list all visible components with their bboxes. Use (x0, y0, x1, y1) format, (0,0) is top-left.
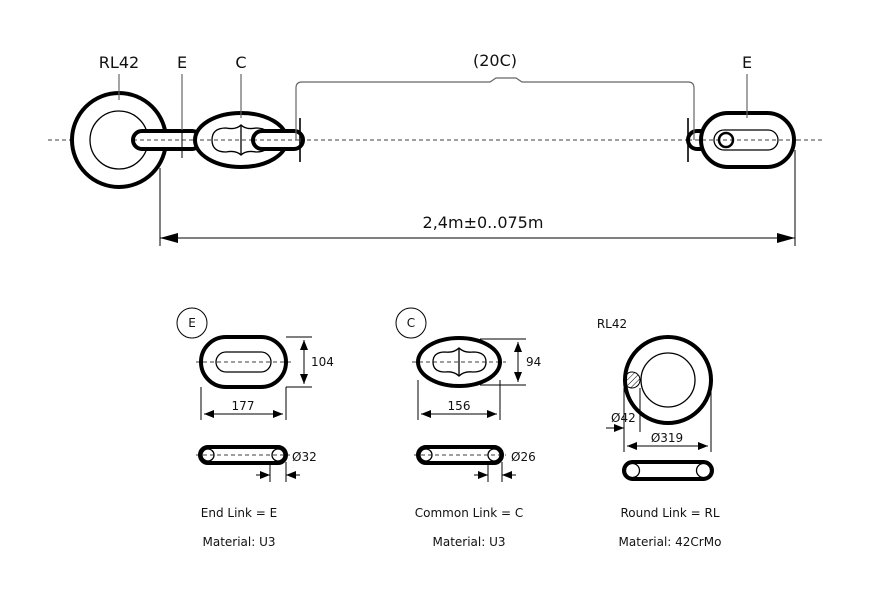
label-end-right: E (742, 53, 752, 72)
label-end-left: E (177, 53, 187, 72)
label-rl42: RL42 (99, 53, 139, 72)
round-link-detail: RL42 Ø42 Ø319 Round Link = RL Material: … (597, 317, 722, 549)
common-link-diameter-label: Ø26 (511, 450, 536, 464)
common-link-badge (395, 307, 427, 339)
end-link-material: Material: U3 (202, 535, 275, 549)
brace-20c (295, 77, 695, 140)
common-link-width-label: 156 (448, 399, 471, 413)
round-link-top (70, 91, 168, 189)
end-link-right-top (686, 111, 800, 169)
end-link-detail: E 104 177 Ø32 End Link = E Material: U3 (176, 307, 334, 549)
end-link-height-label: 104 (311, 355, 334, 369)
common-link-name: Common Link = C (415, 506, 524, 520)
label-20c: (20C) (473, 51, 517, 70)
common-link-badge-text: C (407, 316, 415, 330)
end-link-name: End Link = E (201, 506, 277, 520)
round-link-section-hatch (623, 371, 641, 389)
end-link-badge-text: E (188, 316, 196, 330)
common-link-material: Material: U3 (432, 535, 505, 549)
round-link-large-dia-label: Ø319 (651, 431, 683, 445)
end-link-top-view (199, 335, 288, 389)
end-link-width-label: 177 (232, 399, 255, 413)
common-link-detail: C 94 156 Ø26 Common Link = C Material: U… (395, 307, 541, 549)
round-link-small-dia-label: Ø42 (611, 411, 636, 425)
end-link-diameter-label: Ø32 (292, 450, 317, 464)
round-link-side-view (622, 460, 714, 481)
round-link-name: Round Link = RL (620, 506, 719, 520)
label-common: C (235, 53, 246, 72)
chain-assembly: RL42 E C (20C) E 2,4m±0..075m (48, 51, 822, 246)
round-link-badge-text: RL42 (597, 317, 627, 331)
end-link-badge (176, 307, 208, 339)
link-side-top (251, 118, 305, 162)
round-link-material: Material: 42CrMo (619, 535, 722, 549)
common-link-height-label: 94 (526, 355, 541, 369)
overall-length-label: 2,4m±0..075m (423, 213, 544, 232)
